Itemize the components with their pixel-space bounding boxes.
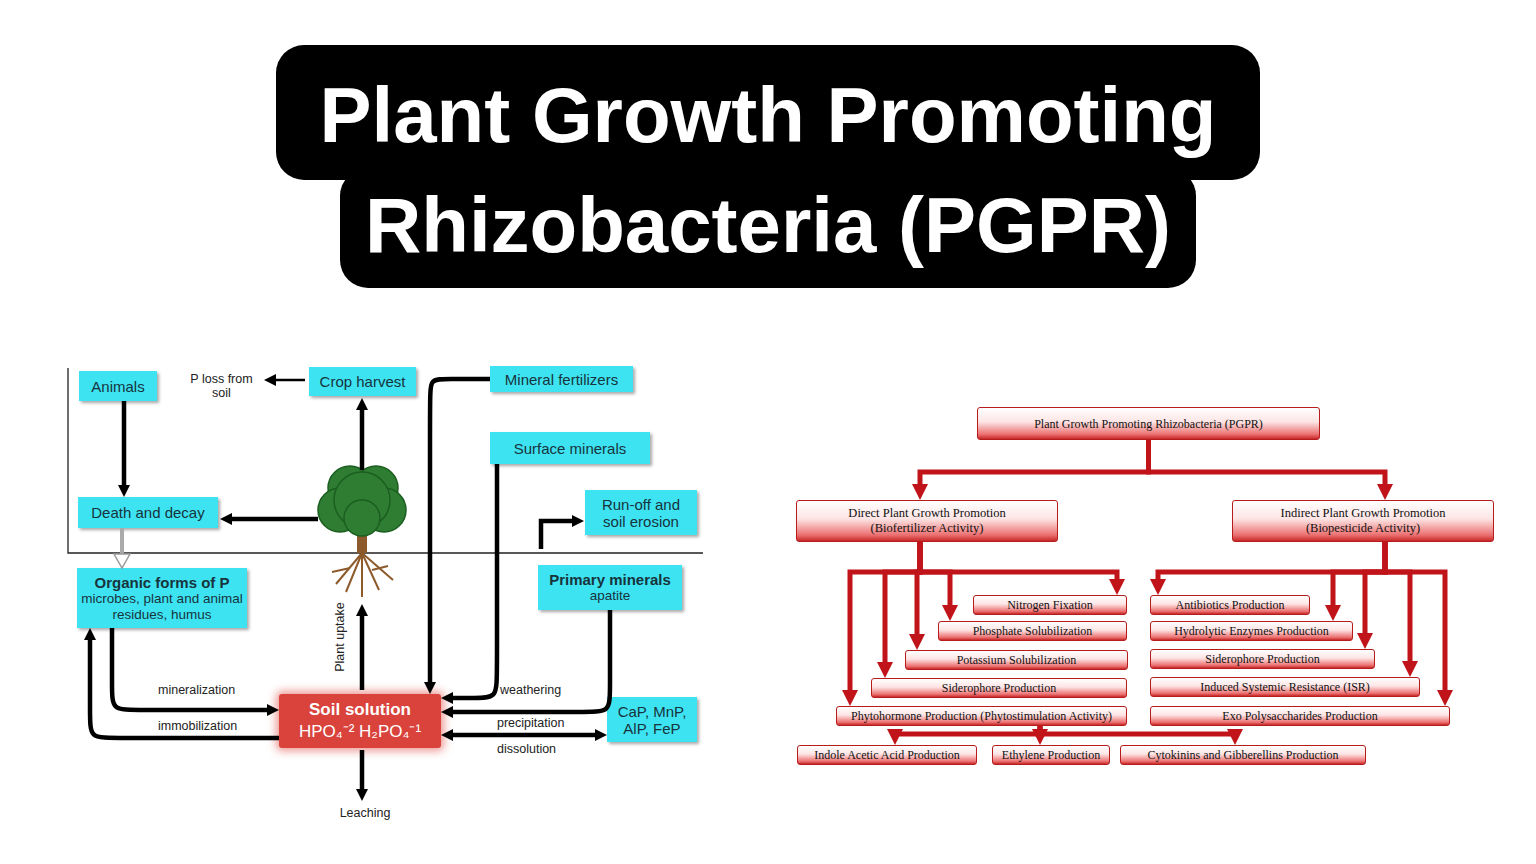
mechanism-box: Siderophore Production — [871, 678, 1127, 698]
box-text: Plant Growth Promoting Rhizobacteria (PG… — [1034, 417, 1263, 431]
branch-arrow — [1158, 542, 1385, 587]
box-text: Cytokinins and Gibberellins Production — [1148, 748, 1339, 762]
box-text: Phytohormone Production (Phytostimulatio… — [851, 709, 1112, 723]
box-text: Death and decay — [91, 504, 204, 521]
branch-arrow — [1385, 542, 1445, 698]
loss-note: P loss from soil — [184, 372, 259, 400]
branch-arrow — [1365, 542, 1385, 641]
branch-arrow — [850, 542, 920, 698]
process-label: weathering — [500, 683, 561, 697]
box-text: Indirect Plant Growth Promotion (Biopest… — [1263, 506, 1463, 536]
flow-note: Leaching — [330, 806, 400, 820]
box-heading: Organic forms of P — [94, 574, 229, 591]
input-box: Mineral fertilizers — [490, 366, 633, 392]
process-label: precipitation — [497, 716, 564, 730]
flow-arrow — [447, 464, 497, 698]
mechanism-box: Potassium Solubilization — [905, 650, 1128, 670]
box-text: Direct Plant Growth Promotion (Biofertil… — [827, 506, 1027, 536]
soil-surface-line — [68, 368, 703, 553]
box-text: Hydrolytic Enzymes Production — [1174, 624, 1329, 638]
box-text: Surface minerals — [514, 440, 627, 457]
flow-arrow — [430, 379, 490, 688]
branch-arrow — [917, 542, 920, 642]
tree-illustration — [318, 466, 406, 597]
box-text: Siderophore Production — [1205, 652, 1319, 666]
box-text: apatite — [590, 588, 631, 604]
branch-arrow — [1333, 542, 1385, 613]
pool-box: CaP, MnP, AlP, FeP — [607, 697, 697, 742]
box-heading: Soil solution — [309, 699, 411, 721]
central-pool-box: Soil solutionHPO₄⁻² H₂PO₄⁻¹ — [279, 694, 441, 748]
process-box: Death and decay — [78, 497, 218, 528]
flow-arrow — [122, 401, 127, 491]
flow-arrow — [447, 733, 601, 738]
box-text: Potassium Solubilization — [957, 653, 1077, 667]
box-text: Animals — [91, 378, 144, 395]
uptake-arrow — [360, 610, 365, 690]
mechanism-box: Exo Polysaccharides Production — [1150, 706, 1450, 726]
box-text: microbes, plant and animal residues, hum… — [81, 591, 243, 623]
box-text: HPO₄⁻² H₂PO₄⁻¹ — [299, 721, 421, 743]
category-box: Direct Plant Growth Promotion (Biofertil… — [796, 500, 1058, 542]
branch-arrow — [1038, 726, 1043, 737]
connector-layer — [90, 379, 1445, 738]
mechanism-box: Hydrolytic Enzymes Production — [1150, 621, 1353, 641]
branch-arrow — [1149, 440, 1386, 492]
runoff-arrow — [541, 521, 578, 549]
mechanism-box: Siderophore Production — [1150, 649, 1375, 669]
box-text: Indole Acetic Acid Production — [814, 748, 960, 762]
mechanism-box: Nitrogen Fixation — [973, 595, 1127, 615]
box-text: Ethylene Production — [1002, 748, 1100, 762]
pool-box: Crop harvest — [309, 367, 416, 396]
box-text: Siderophore Production — [942, 681, 1056, 695]
process-label: immobilization — [158, 719, 237, 733]
flow-arrow — [90, 634, 279, 738]
input-box: Surface minerals — [490, 432, 650, 464]
hormone-box: Cytokinins and Gibberellins Production — [1120, 745, 1366, 765]
branch-arrow — [920, 440, 1149, 492]
pool-box: Primary mineralsapatite — [538, 565, 682, 610]
pool-box: Organic forms of Pmicrobes, plant and an… — [77, 568, 247, 628]
tree-canopy — [318, 466, 406, 536]
process-label: dissolution — [497, 742, 577, 756]
loss-arrow — [270, 379, 305, 382]
branch-arrow — [1385, 542, 1410, 669]
flow-arrow — [120, 528, 124, 561]
mechanism-box: Phytohormone Production (Phytostimulatio… — [836, 706, 1127, 726]
mechanism-box: Phosphate Solubilization — [938, 621, 1127, 641]
branch-arrow — [895, 726, 1040, 737]
box-text: Phosphate Solubilization — [973, 624, 1093, 638]
mechanism-box: Antibiotics Production — [1150, 595, 1310, 615]
loss-box: Run-off and soil erosion — [585, 490, 697, 535]
tree-trunk — [357, 512, 367, 553]
branch-arrow — [920, 542, 950, 613]
box-text: CaP, MnP, AlP, FeP — [611, 703, 693, 737]
hormone-box: Ethylene Production — [992, 745, 1110, 765]
hormone-box: Indole Acetic Acid Production — [797, 745, 977, 765]
pool-box: Animals — [79, 371, 157, 401]
tree-roots — [332, 553, 393, 597]
branch-arrow — [920, 542, 1117, 587]
category-box: Indirect Plant Growth Promotion (Biopest… — [1232, 500, 1494, 542]
root-box: Plant Growth Promoting Rhizobacteria (PG… — [977, 407, 1320, 440]
box-text: Antibiotics Production — [1176, 598, 1285, 612]
page-title: Plant Growth Promoting Rhizobacteria (PG… — [276, 60, 1260, 280]
box-text: Exo Polysaccharides Production — [1222, 709, 1377, 723]
branch-arrow — [1040, 726, 1235, 737]
box-text: Run-off and soil erosion — [589, 496, 693, 530]
flow-arrow — [112, 628, 273, 710]
harvest-arrow — [360, 404, 365, 470]
box-heading: Primary minerals — [549, 571, 671, 588]
process-label: mineralization — [158, 683, 235, 697]
box-text: Crop harvest — [320, 373, 406, 390]
flow-note: Plant uptake — [333, 593, 347, 681]
box-text: Mineral fertilizers — [505, 371, 618, 388]
box-text: Induced Systemic Resistance (ISR) — [1200, 680, 1370, 694]
box-text: Nitrogen Fixation — [1007, 598, 1093, 612]
decay-arrow — [226, 517, 318, 522]
flow-arrow — [447, 610, 610, 712]
leaching-arrow — [360, 750, 365, 795]
mechanism-box: Induced Systemic Resistance (ISR) — [1150, 677, 1420, 697]
